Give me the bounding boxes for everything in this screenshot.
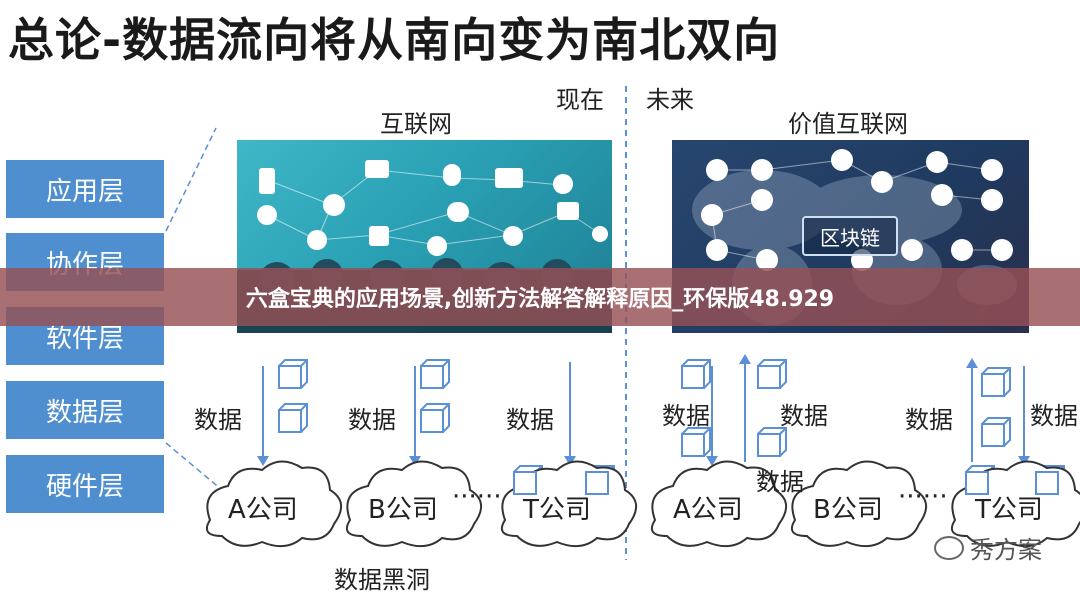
data-cube-icon bbox=[585, 471, 609, 495]
data-cube-icon bbox=[513, 471, 537, 495]
arrowhead-down-a-future bbox=[706, 456, 718, 466]
watermark: 秀方案 bbox=[934, 530, 1042, 565]
cloud-a bbox=[206, 460, 342, 548]
watermark-text: 秀方案 bbox=[970, 536, 1042, 564]
ellipsis-label: ······ bbox=[452, 482, 502, 512]
data-cube-icon bbox=[1035, 471, 1059, 495]
company-t-future-label: T公司 bbox=[974, 495, 1043, 525]
layer-hardware: 硬件层 bbox=[6, 455, 164, 513]
header-internet: 互联网 bbox=[380, 110, 452, 138]
data-cube-icon bbox=[981, 417, 1011, 447]
data-label-a: 数据 bbox=[194, 406, 242, 434]
page-title: 总论-数据流向将从南向变为南北双向 bbox=[8, 13, 781, 67]
arrowhead-up-a-future bbox=[739, 354, 751, 364]
company-t-label: T公司 bbox=[522, 495, 591, 525]
ellipsis-future-label: ······ bbox=[898, 482, 948, 512]
data-cube-icon bbox=[757, 427, 787, 457]
caption-banner: 六盒宝典的应用场景,创新方法解答解释原因_环保版48.929 bbox=[0, 268, 1080, 326]
data-label-right-future: 数据 bbox=[1030, 402, 1078, 430]
data-label-a-future: 数据 bbox=[662, 402, 710, 430]
data-label-b: 数据 bbox=[348, 406, 396, 434]
data-cube-icon bbox=[981, 367, 1011, 397]
header-future: 未来 bbox=[646, 86, 694, 114]
data-label-t: 数据 bbox=[506, 406, 554, 434]
data-cube-icon bbox=[278, 403, 308, 433]
company-b-label: B公司 bbox=[368, 495, 438, 525]
arrowhead-down-b bbox=[409, 456, 421, 466]
blockchain-badge: 区块链 bbox=[802, 216, 898, 256]
cloud-a-future bbox=[651, 460, 787, 548]
data-cube-icon bbox=[757, 359, 787, 389]
connector-line-top bbox=[165, 127, 217, 232]
data-cube-icon bbox=[965, 471, 989, 495]
data-black-hole-label: 数据黑洞 bbox=[334, 566, 430, 594]
data-label-t-future: 数据 bbox=[905, 406, 953, 434]
data-label-up-future: 数据 bbox=[780, 402, 828, 430]
data-cube-icon bbox=[681, 427, 711, 457]
data-label-mid-future: 数据 bbox=[756, 468, 804, 496]
cloud-b bbox=[346, 460, 482, 548]
company-a-future-label: A公司 bbox=[673, 495, 743, 525]
layer-data: 数据层 bbox=[6, 381, 164, 439]
data-cube-icon bbox=[278, 359, 308, 389]
arrowhead-up-t-future bbox=[966, 358, 978, 368]
header-value-internet: 价值互联网 bbox=[788, 110, 908, 138]
arrowhead-down-a bbox=[257, 456, 269, 466]
company-b-future-label: B公司 bbox=[813, 495, 883, 525]
cloud-b-future bbox=[791, 460, 927, 548]
arrowhead-down-t bbox=[564, 456, 576, 466]
data-cube-icon bbox=[420, 359, 450, 389]
data-cube-icon bbox=[420, 403, 450, 433]
company-a-label: A公司 bbox=[228, 495, 298, 525]
header-now: 现在 bbox=[556, 86, 604, 114]
layer-application: 应用层 bbox=[6, 160, 164, 218]
data-cube-icon bbox=[681, 359, 711, 389]
wechat-icon bbox=[934, 535, 964, 560]
connector-line-bottom bbox=[165, 442, 223, 491]
